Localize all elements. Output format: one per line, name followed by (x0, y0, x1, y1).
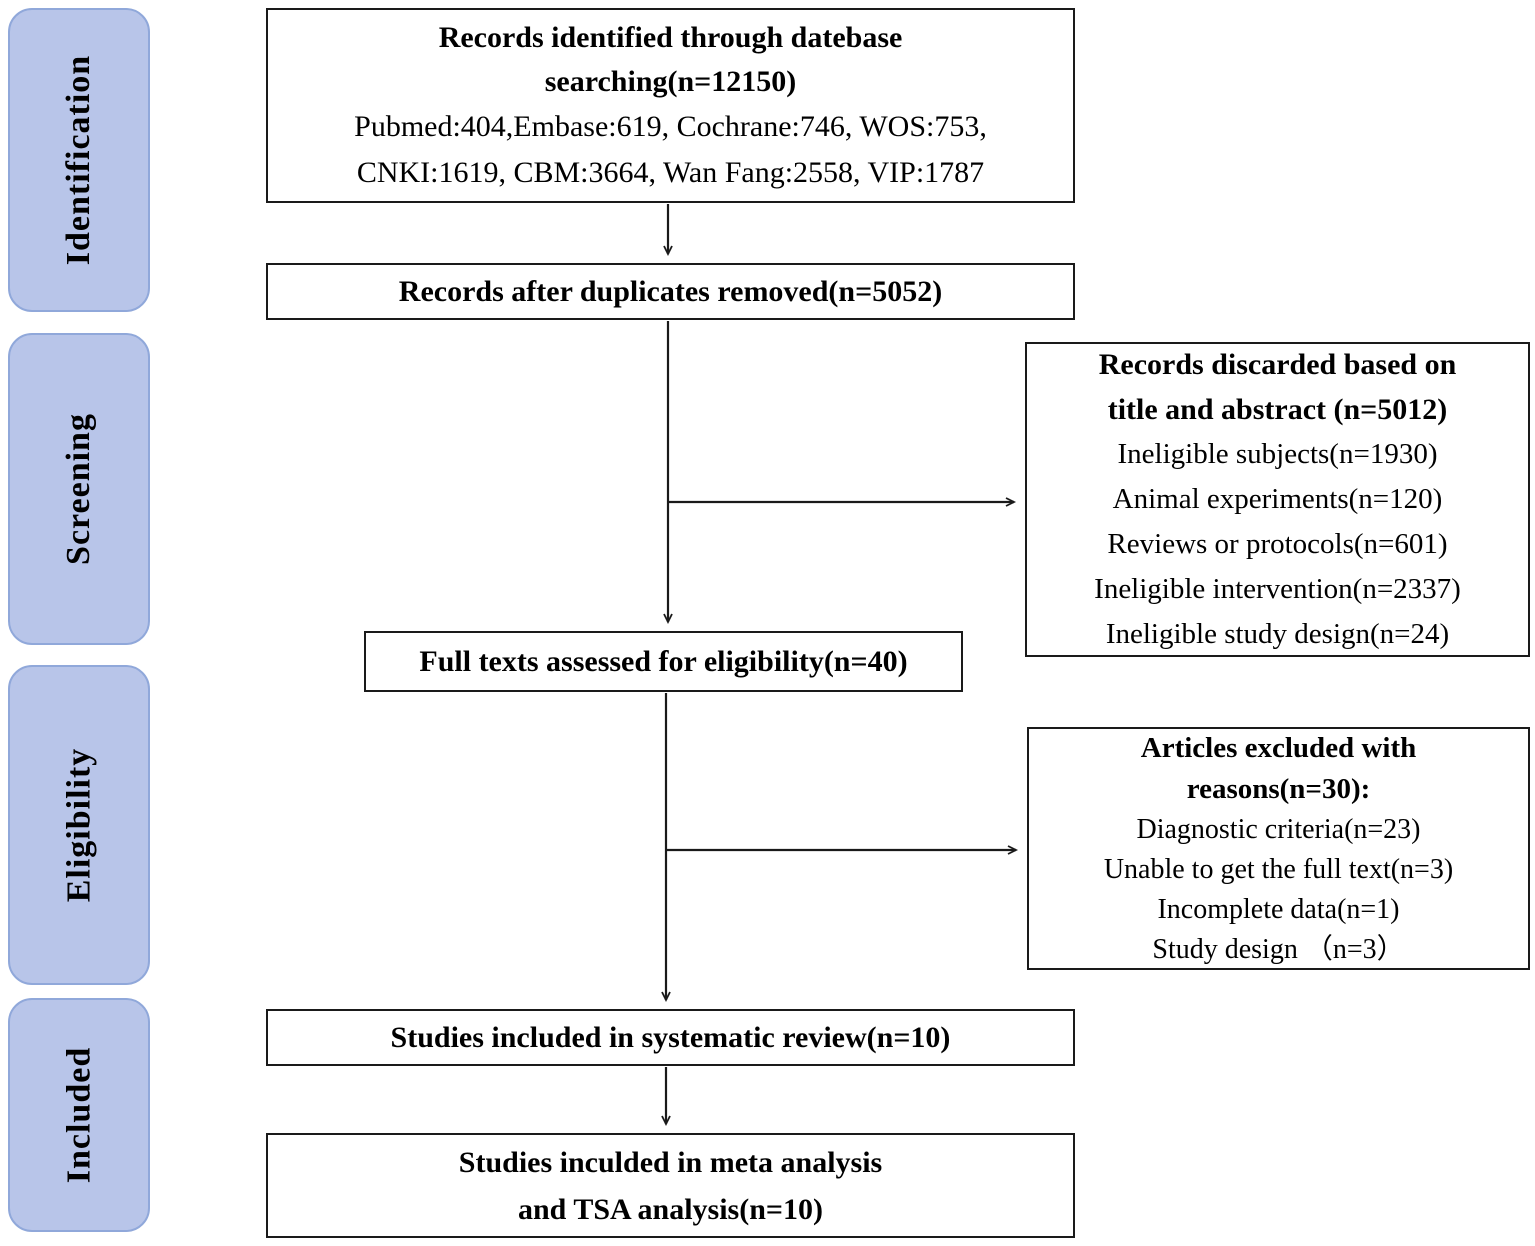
records-identified-detail-line1: Pubmed:404,Embase:619, Cochrane:746, WOS… (354, 109, 987, 143)
records-identified-title-line2: searching(n=12150) (544, 64, 797, 98)
discard-reason: Ineligible intervention(n=2337) (1094, 573, 1461, 605)
systematic-review-title: Studies included in systematic review(n=… (390, 1020, 951, 1054)
stage-eligibility-label: Eligibility (60, 747, 97, 903)
discard-reason: Reviews or protocols(n=601) (1107, 528, 1448, 560)
articles-excluded-title-line2: reasons(n=30): (1186, 772, 1371, 805)
fulltext-assessed-box: Full texts assessed for eligibility(n=40… (364, 631, 963, 692)
stage-identification: Identification (8, 8, 150, 312)
systematic-review-box: Studies included in systematic review(n=… (266, 1009, 1075, 1066)
stage-included: Included (8, 998, 150, 1232)
meta-analysis-box: Studies inculded in meta analysis and TS… (266, 1133, 1075, 1238)
records-discarded-title-line1: Records discarded based on (1098, 348, 1457, 381)
duplicates-removed-title: Records after duplicates removed(n=5052) (398, 274, 943, 308)
stage-included-label: Included (60, 1046, 97, 1184)
fulltext-assessed-title: Full texts assessed for eligibility(n=40… (419, 644, 908, 678)
exclude-reason: Incomplete data(n=1) (1157, 893, 1400, 925)
records-discarded-box: Records discarded based on title and abs… (1025, 342, 1530, 657)
records-discarded-title-line2: title and abstract (n=5012) (1107, 393, 1448, 426)
discard-reason: Animal experiments(n=120) (1112, 483, 1443, 515)
records-identified-title-line1: Records identified through datebase (438, 20, 903, 54)
articles-excluded-box: Articles excluded with reasons(n=30): Di… (1027, 727, 1530, 970)
records-identified-box: Records identified through datebase sear… (266, 8, 1075, 203)
stage-identification-label: Identification (60, 54, 98, 266)
duplicates-removed-box: Records after duplicates removed(n=5052) (266, 263, 1075, 320)
exclude-reason: Study design （n=3） (1152, 933, 1405, 965)
stage-screening-label: Screening (60, 413, 97, 565)
exclude-reason: Unable to get the full text(n=3) (1103, 853, 1454, 885)
articles-excluded-title-line1: Articles excluded with (1140, 731, 1417, 764)
records-identified-detail-line2: CNKI:1619, CBM:3664, Wan Fang:2558, VIP:… (356, 155, 985, 189)
exclude-reason: Diagnostic criteria(n=23) (1136, 813, 1421, 845)
meta-analysis-title-line1: Studies inculded in meta analysis (458, 1145, 883, 1179)
discard-reason: Ineligible subjects(n=1930) (1117, 438, 1438, 470)
meta-analysis-title-line2: and TSA analysis(n=10) (518, 1192, 823, 1226)
stage-eligibility: Eligibility (8, 665, 150, 985)
stage-screening: Screening (8, 333, 150, 645)
discard-reason: Ineligible study design(n=24) (1105, 618, 1450, 650)
